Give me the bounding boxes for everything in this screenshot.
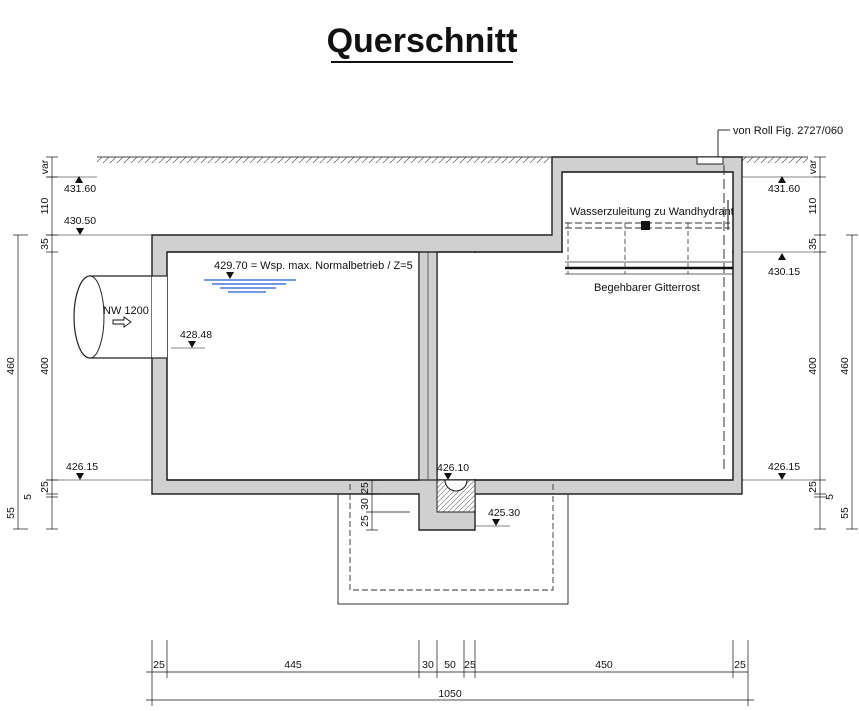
svg-text:25: 25	[734, 659, 746, 671]
sump	[436, 479, 476, 513]
svg-text:450: 450	[595, 659, 613, 671]
elevation-floor-left: 426.15	[46, 461, 152, 481]
horizontal-dimension-labels: 25 445 30 50 25 450 25 1050	[153, 659, 746, 700]
svg-text:430.15: 430.15	[768, 266, 800, 278]
page-title: Querschnitt	[327, 22, 518, 60]
water-line-label: Wasserzuleitung zu Wandhydrant	[570, 206, 734, 218]
svg-text:35: 35	[39, 238, 51, 250]
svg-text:30: 30	[359, 498, 371, 510]
svg-text:428.48: 428.48	[180, 329, 212, 341]
pipe-label: NW 1200	[103, 305, 149, 317]
svg-text:25: 25	[153, 659, 165, 671]
flow-arrow-icon	[112, 316, 132, 328]
svg-text:50: 50	[444, 659, 456, 671]
elevation-roof-left: 430.50	[46, 215, 152, 236]
sump-dimensions: 25 30 25	[359, 479, 410, 531]
svg-text:30: 30	[422, 659, 434, 671]
water-level-label: 429.70 = Wsp. max. Normalbetrieb / Z=5	[214, 260, 413, 272]
grating-label: Begehbarer Gitterrost	[594, 282, 700, 294]
elevation-markers: 431.60 430.50 428.48 426.15 426.10 425.3…	[46, 176, 815, 527]
inlet-pipe: NW 1200	[73, 275, 167, 359]
elevation-sump-top: 426.10	[437, 462, 469, 480]
elevation-sump-bottom: 425.30	[475, 507, 520, 527]
vertical-dimension-labels-right: var 110 35 400 25 5 55 460	[807, 159, 851, 519]
svg-text:425.30: 425.30	[488, 507, 520, 519]
vertical-dimension-labels-left: var 110 35 400 25 5 55 460	[5, 159, 51, 519]
hydrant-ref-label: von Roll Fig. 2727/060	[733, 125, 843, 137]
right-chamber-equipment: von Roll Fig. 2727/060 Wasserzuleitung z…	[565, 125, 843, 472]
elevation-roof-right: 430.15	[742, 251, 815, 278]
svg-text:430.50: 430.50	[64, 215, 96, 227]
svg-text:460: 460	[5, 357, 17, 375]
svg-text:25: 25	[359, 515, 371, 527]
svg-text:400: 400	[39, 357, 51, 375]
water-level: 429.70 = Wsp. max. Normalbetrieb / Z=5	[204, 260, 413, 293]
svg-text:25: 25	[39, 481, 51, 493]
svg-text:25: 25	[359, 482, 371, 494]
svg-text:5: 5	[824, 494, 836, 500]
svg-text:1050: 1050	[438, 688, 462, 700]
svg-text:25: 25	[464, 659, 476, 671]
svg-text:var: var	[39, 159, 51, 174]
svg-text:110: 110	[807, 197, 819, 214]
water-level-marker-icon	[226, 272, 234, 279]
svg-text:55: 55	[5, 507, 17, 519]
svg-text:445: 445	[284, 659, 302, 671]
foundation-outline	[337, 484, 569, 605]
elevation-floor-right: 426.15	[742, 461, 815, 481]
valve-icon	[641, 221, 650, 230]
svg-text:35: 35	[807, 238, 819, 250]
ground-surface	[97, 156, 808, 163]
svg-text:110: 110	[39, 197, 51, 214]
svg-text:400: 400	[807, 357, 819, 375]
svg-text:55: 55	[839, 507, 851, 519]
svg-text:var: var	[807, 159, 819, 174]
svg-text:25: 25	[807, 481, 819, 493]
vertical-dimensions-right	[814, 156, 858, 530]
svg-text:431.60: 431.60	[768, 183, 800, 195]
svg-text:5: 5	[22, 494, 34, 500]
svg-text:431.60: 431.60	[64, 183, 96, 195]
svg-text:426.15: 426.15	[768, 461, 800, 473]
vertical-dimensions-left	[13, 156, 58, 530]
svg-text:426.15: 426.15	[66, 461, 98, 473]
svg-text:426.10: 426.10	[437, 462, 469, 474]
svg-text:460: 460	[839, 357, 851, 375]
elevation-pipe-invert: 428.48	[171, 329, 212, 349]
elevation-ground-right: 431.60	[742, 176, 815, 195]
concrete-structure	[151, 156, 743, 531]
elevation-ground-left: 431.60	[46, 176, 97, 195]
horizontal-dimensions	[146, 640, 754, 706]
